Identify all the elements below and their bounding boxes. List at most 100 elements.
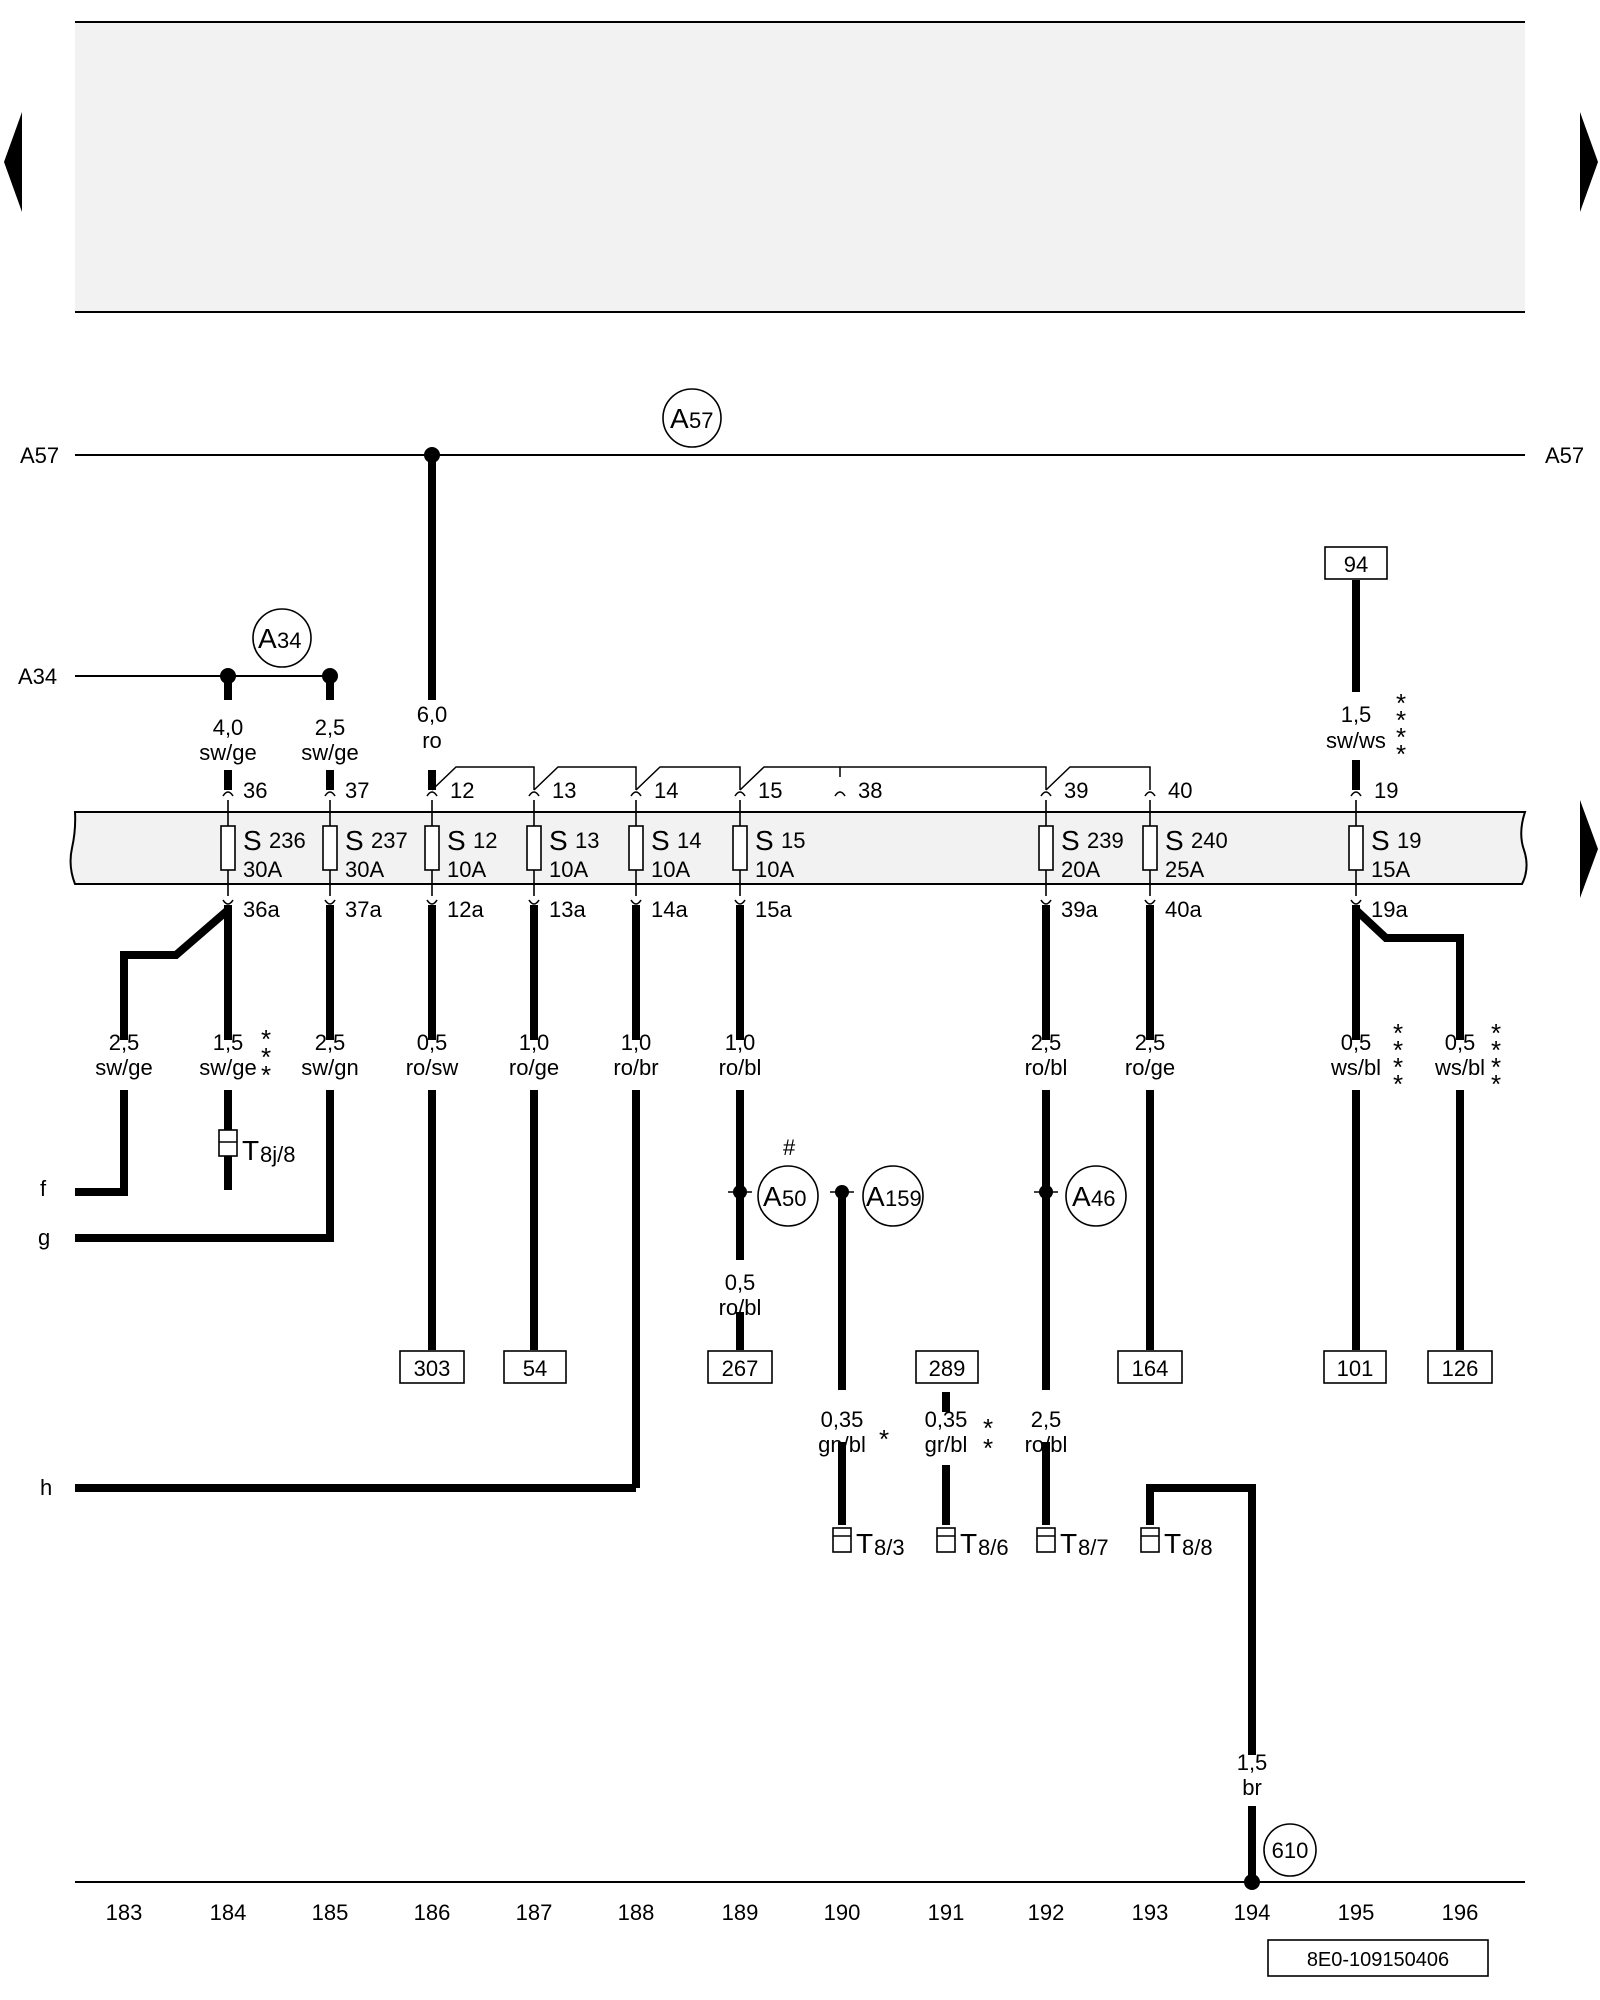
svg-text:S: S — [755, 825, 774, 856]
nav-prev-arrow-icon[interactable] — [4, 112, 22, 212]
svg-text:A: A — [763, 1181, 782, 1212]
svg-text:*: * — [1393, 1035, 1403, 1065]
svg-text:sw/ge: sw/ge — [199, 740, 256, 765]
side-label-g: g — [38, 1225, 50, 1250]
svg-text:8/6: 8/6 — [978, 1535, 1009, 1560]
column-number: 196 — [1442, 1900, 1479, 1925]
wire-label-194: 1,5br — [1237, 1750, 1268, 1800]
svg-text:0,5: 0,5 — [1445, 1030, 1476, 1055]
svg-text:13: 13 — [575, 828, 599, 853]
svg-text:gr/bl: gr/bl — [925, 1432, 968, 1457]
svg-text:237: 237 — [371, 828, 408, 853]
svg-text:*: * — [1396, 705, 1406, 735]
svg-text:T: T — [960, 1528, 977, 1559]
wire-label-188: 1,0ro/br — [613, 1030, 658, 1080]
svg-text:S: S — [345, 825, 364, 856]
svg-text:15: 15 — [781, 828, 805, 853]
box-94: 94 — [1344, 552, 1368, 577]
svg-text:T: T — [1164, 1528, 1181, 1559]
svg-text:gn/bl: gn/bl — [818, 1432, 866, 1457]
svg-text:13a: 13a — [549, 897, 586, 922]
svg-text:40: 40 — [1168, 778, 1192, 803]
stars-195-top: **** — [1396, 688, 1406, 769]
svg-text:12: 12 — [473, 828, 497, 853]
wire-label-183: 2,5sw/ge — [95, 1030, 152, 1080]
svg-text:46: 46 — [1091, 1186, 1115, 1211]
svg-text:A: A — [1072, 1181, 1091, 1212]
stars-190: * — [879, 1424, 889, 1454]
box-303: 303 — [414, 1356, 451, 1381]
svg-text:40a: 40a — [1165, 897, 1202, 922]
svg-text:30A: 30A — [243, 857, 282, 882]
wire-label-185: 2,5sw/gn — [301, 1030, 358, 1080]
nav-next-arrow-icon[interactable] — [1580, 112, 1598, 212]
svg-text:0,5: 0,5 — [417, 1030, 448, 1055]
box-267: 267 — [722, 1356, 759, 1381]
column-number: 191 — [928, 1900, 965, 1925]
svg-text:2,5: 2,5 — [315, 715, 346, 740]
nav-continue-arrow-icon[interactable] — [1580, 800, 1598, 898]
svg-text:19: 19 — [1374, 778, 1398, 803]
svg-text:*: * — [1393, 1069, 1403, 1099]
svg-text:4,0: 4,0 — [213, 715, 244, 740]
svg-text:30A: 30A — [345, 857, 384, 882]
svg-text:14: 14 — [654, 778, 678, 803]
svg-text:ro/bl: ro/bl — [719, 1055, 762, 1080]
wire-label-192-lower: 2,5ro/bl — [1025, 1407, 1068, 1457]
svg-text:2,5: 2,5 — [315, 1030, 346, 1055]
column-number: 187 — [516, 1900, 553, 1925]
column-number: 190 — [824, 1900, 861, 1925]
svg-text:T: T — [1060, 1528, 1077, 1559]
wire-label-186: 0,5ro/sw — [406, 1030, 459, 1080]
stars-195: **** — [1393, 1018, 1403, 1099]
svg-text:ro: ro — [422, 728, 442, 753]
svg-text:19: 19 — [1397, 828, 1421, 853]
svg-text:8/3: 8/3 — [874, 1535, 905, 1560]
box-289: 289 — [929, 1356, 966, 1381]
header-panel — [75, 22, 1525, 312]
svg-text:*: * — [1491, 1069, 1501, 1099]
column-number: 189 — [722, 1900, 759, 1925]
svg-text:14: 14 — [677, 828, 701, 853]
wire-label-193: 2,5ro/ge — [1125, 1030, 1175, 1080]
svg-text:20A: 20A — [1061, 857, 1100, 882]
svg-text:10A: 10A — [549, 857, 588, 882]
wire-label-196: 0,5ws/bl — [1434, 1030, 1485, 1080]
wire-label-189-lower: 0,5ro/bl — [719, 1270, 762, 1320]
svg-text:8/7: 8/7 — [1078, 1535, 1109, 1560]
svg-text:0,5: 0,5 — [725, 1270, 756, 1295]
svg-text:34: 34 — [277, 628, 301, 653]
a57-right-label: A57 — [1545, 443, 1584, 468]
svg-text:T: T — [856, 1528, 873, 1559]
wire-label-top-186: 6,0ro — [417, 702, 448, 753]
svg-text:ro/bl: ro/bl — [719, 1295, 762, 1320]
svg-text:*: * — [879, 1424, 889, 1454]
svg-text:25A: 25A — [1165, 857, 1204, 882]
svg-text:15A: 15A — [1371, 857, 1410, 882]
svg-text:2,5: 2,5 — [1031, 1407, 1062, 1432]
svg-text:2,5: 2,5 — [109, 1030, 140, 1055]
svg-text:*: * — [261, 1024, 271, 1054]
svg-text:ro/ge: ro/ge — [1125, 1055, 1175, 1080]
a57-left-label: A57 — [20, 443, 59, 468]
svg-text:*: * — [261, 1060, 271, 1090]
svg-text:*: * — [1393, 1018, 1403, 1048]
svg-text:T: T — [242, 1135, 259, 1166]
box-54: 54 — [523, 1356, 547, 1381]
svg-text:2,5: 2,5 — [1135, 1030, 1166, 1055]
svg-text:*: * — [1491, 1035, 1501, 1065]
svg-text:10A: 10A — [651, 857, 690, 882]
